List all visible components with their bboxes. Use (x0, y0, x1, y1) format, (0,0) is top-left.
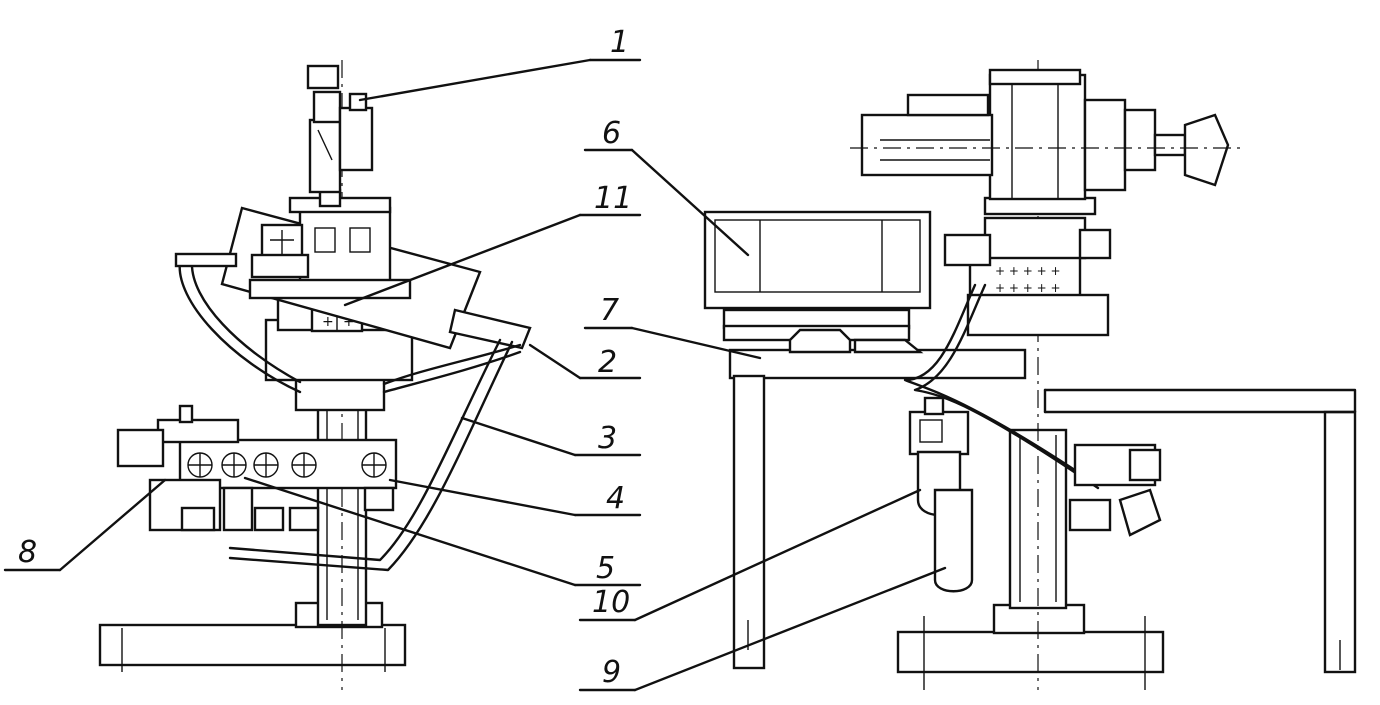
front-spindle-body (308, 118, 342, 194)
side-base-plate (896, 630, 1165, 674)
front-spindle-cap (306, 64, 340, 90)
side-frame-leg-right (1323, 410, 1357, 674)
side-view: + + + + + + + + + + (703, 60, 1357, 690)
side-frame-leg-left (732, 374, 766, 670)
front-bracket (250, 253, 310, 279)
front-base-plate (98, 623, 407, 667)
side-head-motor (943, 233, 992, 267)
front-valve-handle (116, 428, 165, 468)
side-valve-block (908, 410, 970, 456)
front-support-arm (382, 343, 522, 386)
front-right-hose (228, 338, 502, 562)
svg-text:+ + + + +: + + + + + (995, 264, 1061, 278)
callout-5: 5 (596, 551, 615, 586)
side-spindle-housing (988, 73, 1087, 201)
callout-7: 7 (600, 293, 619, 328)
callout-1: 1 (610, 25, 629, 60)
side-head-block (983, 216, 1087, 260)
side-horizontal-drive (860, 113, 994, 177)
callout-2: 2 (598, 345, 617, 380)
callout-4: 4 (606, 481, 625, 516)
svg-text:+: + (322, 314, 334, 330)
side-frame-top (728, 348, 1027, 380)
side-frame-arm (1043, 388, 1357, 414)
side-cylinder-9 (933, 488, 974, 593)
front-spindle-top (312, 90, 342, 124)
side-head-plate (966, 293, 1110, 337)
side-column-foot (992, 603, 1086, 635)
front-view: + + (98, 60, 532, 690)
side-head-cap (983, 196, 1097, 216)
callout-11: 11 (594, 181, 632, 216)
callout-8: 8 (18, 535, 37, 570)
callout-labels: 1 2 3 4 5 6 7 8 9 10 11 (18, 25, 632, 690)
front-tool-arm (448, 308, 532, 350)
front-valve-cover (156, 418, 240, 444)
svg-text:+ + + + +: + + + + + (995, 281, 1061, 295)
callout-3: 3 (598, 421, 617, 456)
front-spindle-drive (338, 106, 374, 172)
side-spindle-chuck (1083, 98, 1127, 192)
front-plate (248, 278, 412, 300)
front-column-collar (294, 376, 386, 412)
front-drive-top (348, 92, 368, 112)
side-spindle-cap (988, 68, 1082, 86)
callout-9: 9 (602, 655, 621, 690)
side-cutter-head (1183, 113, 1230, 187)
front-hose-clip (174, 252, 238, 268)
side-drive-cylinder (906, 93, 990, 117)
side-control-box (703, 210, 932, 310)
callout-6: 6 (602, 116, 621, 151)
leader-lines (3, 58, 947, 692)
front-left-hose (178, 260, 302, 394)
callout-10: 10 (592, 585, 630, 620)
svg-text:+: + (343, 314, 355, 330)
side-hose (903, 283, 1092, 482)
front-head-box (298, 206, 392, 290)
